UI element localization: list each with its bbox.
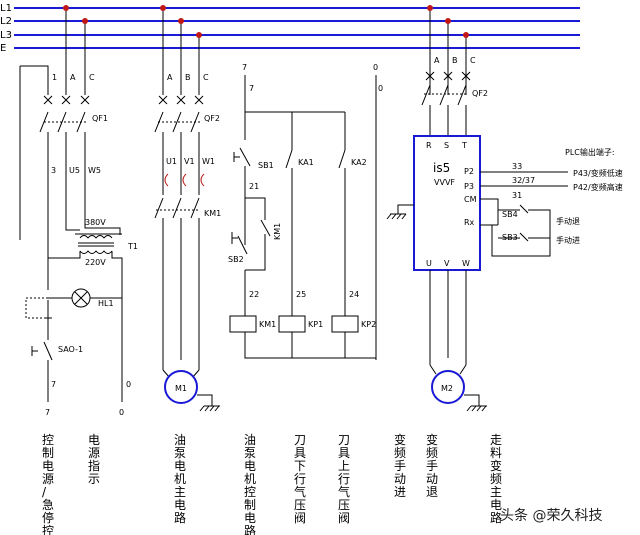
qf1-term-a: A bbox=[70, 73, 76, 82]
pump-motor-main-section: A B C QF2 U1 V1 W1 KM1 M1 bbox=[154, 5, 221, 412]
qf2-vfd-label: QF2 bbox=[472, 89, 488, 98]
vfd-box bbox=[413, 135, 481, 271]
caption-5: 刀具上行气压阀 bbox=[338, 433, 350, 525]
caption-0: 控制电源/急停控制 bbox=[42, 433, 54, 535]
caption-8: 走料变频主电路 bbox=[490, 433, 502, 525]
wire-31: 31 bbox=[512, 191, 522, 200]
term-0-upper: 0 bbox=[126, 380, 131, 389]
ctrl-node-7: 7 bbox=[249, 84, 254, 93]
ctrl-node-0: 0 bbox=[378, 84, 383, 93]
watermark: 头条 @荣久科技 bbox=[500, 507, 602, 524]
section-captions: 控制电源/急停控制 电源指示 油泵电机主电路 油泵电机控制电路 刀具下行气压阀 刀具上行气… bbox=[42, 432, 502, 535]
plc-title: PLC输出端子: bbox=[565, 147, 615, 157]
qf1-term-w5: W5 bbox=[88, 166, 101, 175]
vfd-out-u: U bbox=[426, 259, 432, 268]
plc-p43: P43/变频低速 bbox=[573, 168, 623, 178]
motor-m2-label: M2 bbox=[441, 384, 453, 393]
bus-l2-label: L2 bbox=[0, 16, 12, 27]
bus-l3-label: L3 bbox=[0, 30, 12, 41]
coil-kp1 bbox=[278, 315, 306, 333]
motor-m1-icon bbox=[164, 370, 198, 404]
caption-7: 变频手动退 bbox=[426, 432, 438, 499]
term-7-upper: 7 bbox=[51, 380, 56, 389]
coil-km1 bbox=[229, 315, 257, 333]
power-buses: L1 L2 L3 E bbox=[0, 3, 580, 54]
coil-kp2-label: KP2 bbox=[361, 320, 376, 329]
caption-6: 变频手动进 bbox=[394, 432, 406, 499]
qf1-term-3: 3 bbox=[51, 166, 56, 175]
ctrl-node-25: 25 bbox=[296, 290, 306, 299]
qf1-term-1: 1 bbox=[52, 73, 57, 82]
sb4-label: SB4 bbox=[502, 210, 518, 219]
vfd-out-w: W bbox=[462, 259, 470, 268]
vfd-sub: VVVF bbox=[434, 178, 455, 187]
caption-1: 电源指示 bbox=[88, 433, 100, 486]
vfd-out-v: V bbox=[444, 259, 450, 268]
vfd-in-r: R bbox=[426, 141, 432, 150]
vfd-section: A B C QF2 R S T is5 VVVF P2 P3 CM Rx U V… bbox=[386, 5, 623, 412]
sb2-label: SB2 bbox=[228, 255, 244, 264]
control-circuit-section: 7 0 7 0 SB1 21 KM1 SB2 22 KA1 KA2 25 24 … bbox=[228, 63, 383, 360]
ka1-label: KA1 bbox=[298, 158, 314, 167]
caption-2: 油泵电机主电路 bbox=[174, 433, 186, 525]
wire-33: 33 bbox=[512, 162, 522, 171]
ctrl-node-22: 22 bbox=[249, 290, 259, 299]
km1-main-label: KM1 bbox=[204, 209, 221, 218]
wire-32-37: 32/37 bbox=[512, 176, 535, 185]
manual-back-label: 手动退 bbox=[556, 216, 580, 226]
sb1-label: SB1 bbox=[258, 161, 274, 170]
sb3-label: SB3 bbox=[502, 233, 518, 242]
control-power-section: 1 A C QF1 3 U5 W5 380V 220V T1 HL1 SAO-1… bbox=[19, 5, 138, 417]
qf1-label: QF1 bbox=[92, 114, 108, 123]
qf2-motor-term-b: B bbox=[185, 73, 191, 82]
qf1-term-c: C bbox=[89, 73, 95, 82]
qf2-motor-term-c: C bbox=[203, 73, 209, 82]
ctrl-node-21: 21 bbox=[249, 182, 259, 191]
ctrl-node-24: 24 bbox=[349, 290, 359, 299]
transformer-secondary: 220V bbox=[85, 258, 106, 267]
ctrl-top-7: 7 bbox=[242, 63, 247, 72]
vfd-in-s: S bbox=[444, 141, 449, 150]
qf2-vfd-term-c: C bbox=[470, 56, 476, 65]
lamp-label: HL1 bbox=[98, 299, 114, 308]
motor-m1-label: M1 bbox=[175, 384, 187, 393]
vfd-port-p3: P3 bbox=[464, 182, 474, 191]
vfd-name: is5 bbox=[433, 161, 450, 175]
term-w1: W1 bbox=[202, 157, 215, 166]
qf2-motor-term-a: A bbox=[167, 73, 173, 82]
qf2-motor-label: QF2 bbox=[204, 114, 220, 123]
transformer-label: T1 bbox=[127, 242, 138, 251]
qf2-vfd-term-b: B bbox=[452, 56, 458, 65]
vfd-port-p2: P2 bbox=[464, 167, 474, 176]
caption-4: 刀具下行气压阀 bbox=[294, 433, 306, 525]
vfd-port-rx: Rx bbox=[464, 218, 475, 227]
ctrl-top-0: 0 bbox=[373, 63, 378, 72]
km1-aux-label: KM1 bbox=[273, 223, 282, 240]
term-7-lower: 7 bbox=[45, 408, 50, 417]
motor-m2-icon bbox=[431, 370, 465, 404]
estop-label: SAO-1 bbox=[58, 345, 83, 354]
bus-l1-label: L1 bbox=[0, 3, 12, 14]
coil-kp2 bbox=[331, 315, 359, 333]
ka2-label: KA2 bbox=[351, 158, 367, 167]
manual-forward-label: 手动进 bbox=[556, 235, 580, 245]
qf2-vfd-term-a: A bbox=[434, 56, 440, 65]
vfd-in-t: T bbox=[461, 141, 467, 150]
term-u1: U1 bbox=[166, 157, 177, 166]
bus-e-label: E bbox=[0, 43, 6, 54]
caption-3: 油泵电机控制电路 bbox=[244, 433, 256, 535]
vfd-port-cm: CM bbox=[464, 195, 477, 204]
term-v1: V1 bbox=[184, 157, 195, 166]
coil-km1-label: KM1 bbox=[259, 320, 276, 329]
qf1-term-u5: U5 bbox=[69, 166, 80, 175]
coil-kp1-label: KP1 bbox=[308, 320, 323, 329]
plc-p42: P42/变频高速 bbox=[573, 182, 623, 192]
term-0-lower: 0 bbox=[119, 408, 124, 417]
transformer-primary: 380V bbox=[85, 218, 106, 227]
